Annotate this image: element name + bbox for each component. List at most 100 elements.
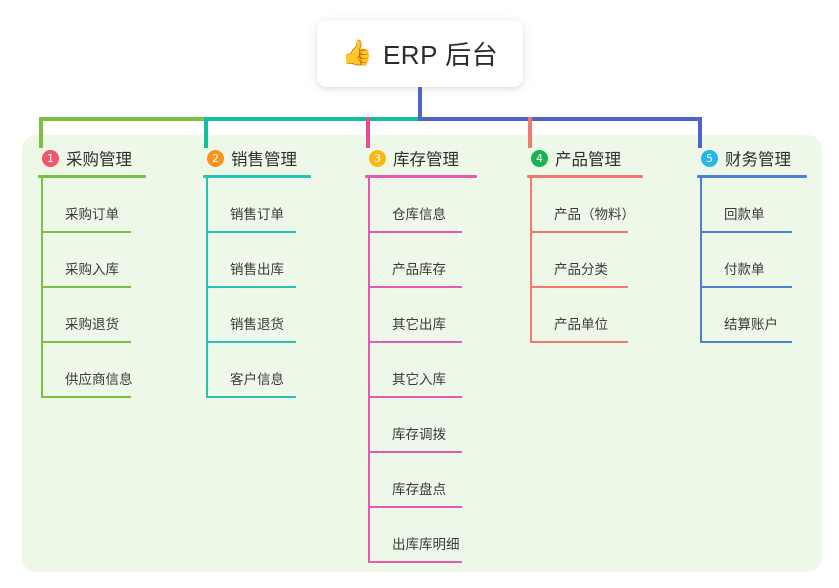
item-spine bbox=[368, 508, 370, 563]
branch-number-badge: 4 bbox=[531, 149, 548, 167]
branch-item[interactable]: 产品（物料） bbox=[527, 178, 645, 233]
branch-item[interactable]: 产品单位 bbox=[527, 288, 645, 343]
item-underline bbox=[700, 286, 792, 288]
item-underline bbox=[206, 341, 296, 343]
item-underline bbox=[206, 231, 296, 233]
item-underline bbox=[368, 451, 462, 453]
item-spine bbox=[530, 233, 532, 288]
item-spine bbox=[41, 178, 43, 233]
item-label: 产品单位 bbox=[554, 317, 608, 332]
item-label: 产品分类 bbox=[554, 262, 608, 277]
item-spine bbox=[700, 233, 702, 288]
item-label: 采购退货 bbox=[65, 317, 119, 332]
item-spine bbox=[368, 343, 370, 398]
item-spine bbox=[41, 288, 43, 343]
item-spine bbox=[206, 343, 208, 398]
branch-underline bbox=[527, 175, 643, 178]
item-label: 销售订单 bbox=[230, 207, 284, 222]
branch-header-5[interactable]: 5 财务管理 bbox=[697, 145, 809, 171]
item-underline bbox=[700, 341, 792, 343]
item-label: 库存盘点 bbox=[392, 482, 446, 497]
branch-item[interactable]: 采购入库 bbox=[38, 233, 148, 288]
branch-underline bbox=[365, 175, 477, 178]
branch-item[interactable]: 采购退货 bbox=[38, 288, 148, 343]
item-label: 结算账户 bbox=[724, 317, 778, 332]
item-label: 客户信息 bbox=[230, 372, 284, 387]
branch-number-badge: 1 bbox=[42, 149, 59, 167]
branch-item[interactable]: 产品库存 bbox=[365, 233, 477, 288]
item-spine bbox=[368, 178, 370, 233]
branch-item[interactable]: 库存调拨 bbox=[365, 398, 477, 453]
item-underline bbox=[530, 231, 628, 233]
branch-item[interactable]: 仓库信息 bbox=[365, 178, 477, 233]
item-spine bbox=[41, 343, 43, 398]
branch-title: 财务管理 bbox=[725, 151, 791, 169]
branch-item[interactable]: 出库库明细 bbox=[365, 508, 477, 563]
root-title: ERP 后台 bbox=[382, 40, 499, 70]
root-node[interactable]: 👍 ERP 后台 bbox=[317, 20, 523, 87]
item-underline bbox=[530, 341, 628, 343]
branch-item[interactable]: 采购订单 bbox=[38, 178, 148, 233]
item-underline bbox=[368, 286, 462, 288]
item-label: 采购订单 bbox=[65, 207, 119, 222]
item-label: 付款单 bbox=[724, 262, 765, 277]
branch-title: 库存管理 bbox=[393, 151, 459, 169]
item-label: 产品（物料） bbox=[554, 207, 635, 222]
branch-items: 采购订单采购入库采购退货供应商信息 bbox=[38, 178, 148, 398]
branch-item[interactable]: 销售退货 bbox=[203, 288, 313, 343]
item-underline bbox=[41, 231, 131, 233]
item-spine bbox=[368, 453, 370, 508]
branch-items: 产品（物料） 产品分类产品单位 bbox=[527, 178, 645, 343]
item-spine bbox=[530, 178, 532, 233]
item-label: 其它出库 bbox=[392, 317, 446, 332]
item-spine bbox=[206, 288, 208, 343]
item-label: 库存调拨 bbox=[392, 427, 446, 442]
branch-item[interactable]: 其它出库 bbox=[365, 288, 477, 343]
item-label: 其它入库 bbox=[392, 372, 446, 387]
branch-items: 回款单付款单结算账户 bbox=[697, 178, 809, 343]
item-label: 销售出库 bbox=[230, 262, 284, 277]
branch-item[interactable]: 结算账户 bbox=[697, 288, 809, 343]
item-spine bbox=[206, 233, 208, 288]
branch-item[interactable]: 销售订单 bbox=[203, 178, 313, 233]
item-label: 出库库明细 bbox=[392, 537, 460, 552]
branch-title: 采购管理 bbox=[66, 151, 132, 169]
branch-items: 仓库信息产品库存其它出库其它入库库存调拨库存盘点出库库明细 bbox=[365, 178, 477, 563]
branch-item[interactable]: 供应商信息 bbox=[38, 343, 148, 398]
item-spine bbox=[368, 398, 370, 453]
item-spine bbox=[700, 288, 702, 343]
branch-item[interactable]: 产品分类 bbox=[527, 233, 645, 288]
item-spine bbox=[700, 178, 702, 233]
item-spine bbox=[368, 233, 370, 288]
branch-item[interactable]: 回款单 bbox=[697, 178, 809, 233]
branch-underline bbox=[38, 175, 146, 178]
branch-number-badge: 5 bbox=[701, 149, 718, 167]
item-label: 产品库存 bbox=[392, 262, 446, 277]
branch-item[interactable]: 付款单 bbox=[697, 233, 809, 288]
item-underline bbox=[530, 286, 628, 288]
item-underline bbox=[41, 341, 131, 343]
branch-item[interactable]: 库存盘点 bbox=[365, 453, 477, 508]
branches-panel bbox=[22, 135, 822, 572]
item-label: 回款单 bbox=[724, 207, 765, 222]
item-underline bbox=[700, 231, 792, 233]
item-underline bbox=[368, 396, 462, 398]
item-underline bbox=[206, 396, 296, 398]
branch-item[interactable]: 客户信息 bbox=[203, 343, 313, 398]
item-label: 供应商信息 bbox=[65, 372, 133, 387]
item-spine bbox=[368, 288, 370, 343]
item-label: 仓库信息 bbox=[392, 207, 446, 222]
item-label: 销售退货 bbox=[230, 317, 284, 332]
branch-item[interactable]: 其它入库 bbox=[365, 343, 477, 398]
branch-underline bbox=[203, 175, 311, 178]
item-label: 采购入库 bbox=[65, 262, 119, 277]
branch-item[interactable]: 销售出库 bbox=[203, 233, 313, 288]
item-underline bbox=[368, 231, 462, 233]
branch-header-1[interactable]: 1 采购管理 bbox=[38, 145, 148, 171]
